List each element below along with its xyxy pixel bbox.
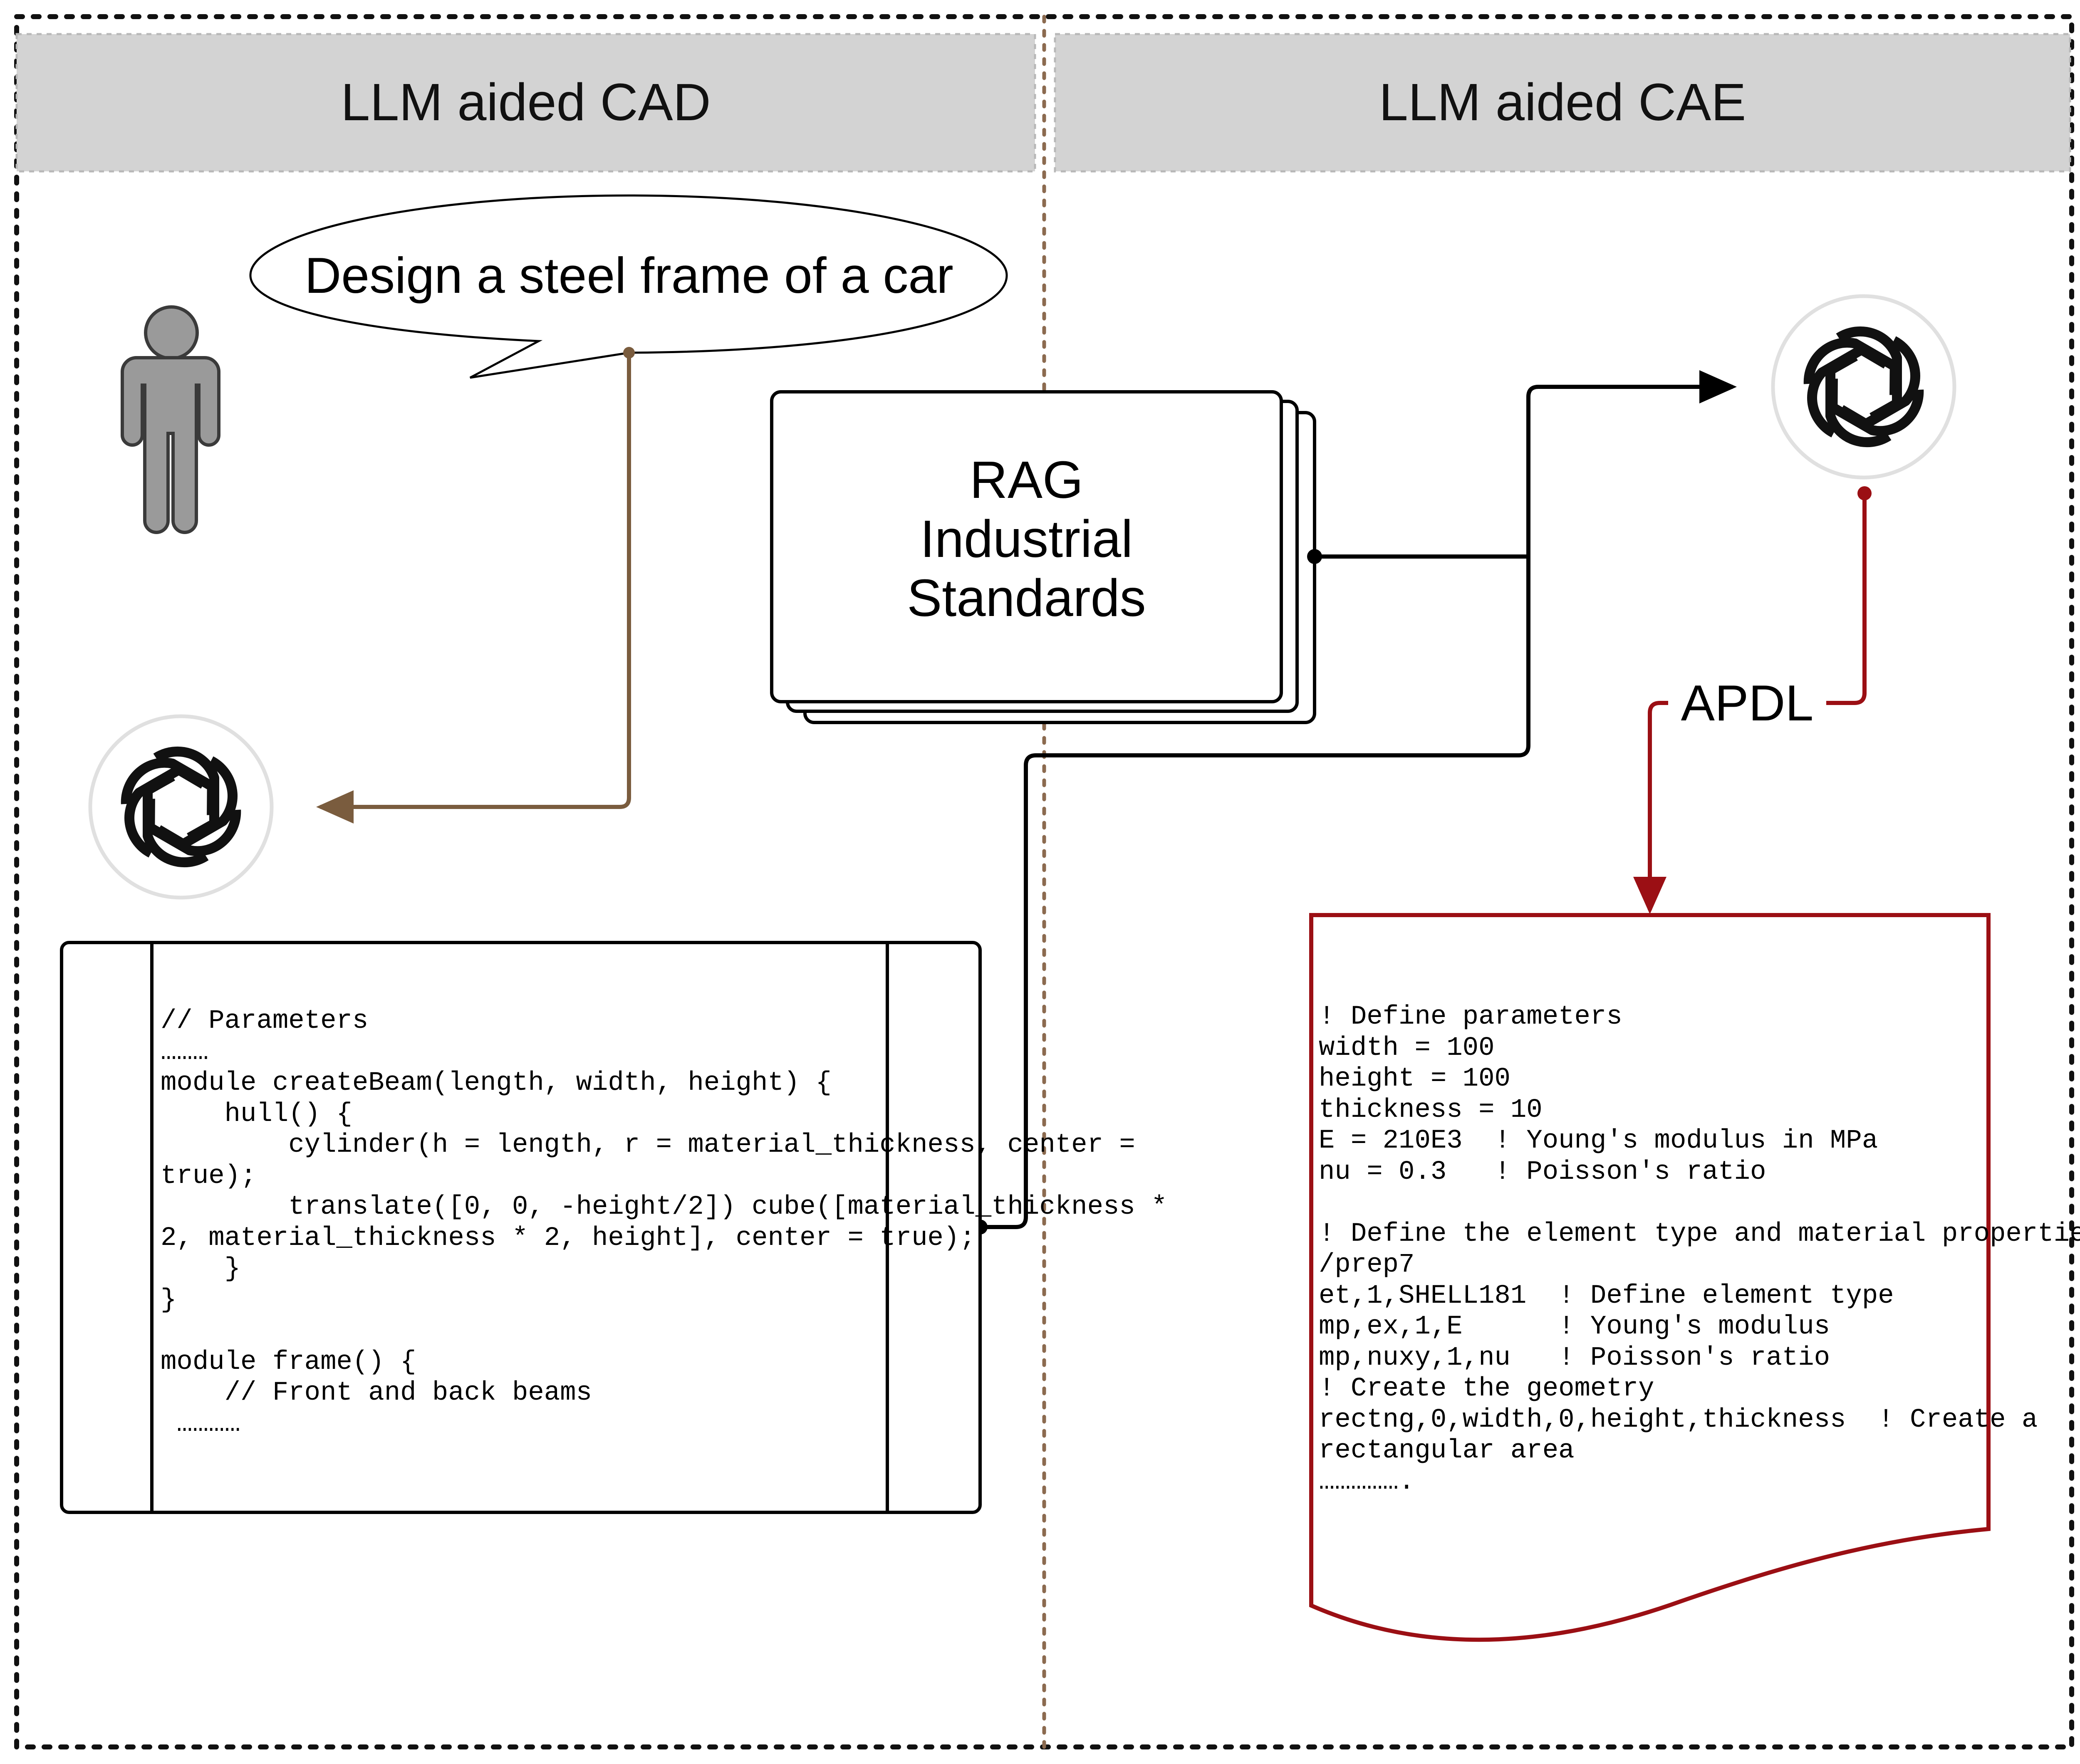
prompt-text: Design a steel frame of a car (305, 247, 953, 304)
cad-code-line: } (161, 1254, 241, 1284)
cad-code-line: 2, material_thickness * 2, height], cent… (161, 1223, 976, 1253)
apdl-code-line: thickness = 10 (1319, 1095, 1543, 1125)
apdl-code-line: rectangular area (1319, 1436, 1575, 1466)
cad-code-line: ……… (161, 1037, 209, 1067)
rag-label-line: Standards (907, 569, 1146, 627)
cae-header-bar (1054, 33, 2071, 173)
cad-code-line: // Front and back beams (161, 1378, 592, 1408)
cad-code-line: ………… (161, 1409, 241, 1439)
apdl-code-line: nu = 0.3 ! Poisson's ratio (1319, 1157, 1766, 1187)
apdl-code-line: E = 210E3 ! Young's modulus in MPa (1319, 1126, 1878, 1156)
cad-header-bar (15, 33, 1036, 173)
cad-panel-title: LLM aided CAD (341, 73, 711, 131)
cad-code-line: module createBeam(length, width, height)… (161, 1068, 832, 1098)
apdl-code-line: height = 100 (1319, 1064, 1510, 1094)
prompt-arrow (316, 353, 631, 824)
apdl-document (1309, 913, 1991, 1642)
rag-label-line: Industrial (920, 510, 1133, 568)
cad-code-line: module frame() { (161, 1347, 416, 1377)
cad-code-line: true); (161, 1161, 257, 1191)
apdl-label: APDL (1668, 674, 1826, 732)
apdl-code-line: mp,nuxy,1,nu ! Poisson's ratio (1319, 1343, 1830, 1373)
cad-code-panel (60, 941, 982, 1514)
apdl-arrow-dot (1857, 486, 1872, 500)
rag-connector-dot (1307, 549, 1322, 564)
apdl-code-line: ……………. (1319, 1467, 1415, 1497)
apdl-code-line: ! Define parameters (1319, 1002, 1622, 1032)
cad-code-text: // Parameters………module createBeam(length… (161, 1006, 1167, 1440)
prompt-arrow-dot (623, 347, 635, 359)
cad-code-line: } (161, 1285, 177, 1315)
rag-label: RAG Industrial Standards (772, 450, 1281, 628)
apdl-code-line: ! Define the element type and material p… (1319, 1219, 2080, 1249)
apdl-code-line: ! Create the geometry (1319, 1374, 1654, 1404)
speech-bubble (249, 194, 1008, 379)
person-icon (121, 305, 220, 534)
apdl-code-line: width = 100 (1319, 1033, 1495, 1063)
cad-to-cae-connector (980, 370, 1737, 1229)
cad-code-line: hull() { (161, 1099, 352, 1129)
cae-panel-title: LLM aided CAE (1379, 73, 1746, 131)
apdl-code-line: mp,ex,1,E ! Young's modulus (1319, 1312, 1830, 1342)
openai-logo-icon (1771, 294, 1956, 480)
apdl-code-line: et,1,SHELL181 ! Define element type (1319, 1281, 1894, 1311)
apdl-code-line (1319, 1188, 1980, 1219)
openai-logo-icon (88, 714, 274, 900)
apdl-code-line: /prep7 (1319, 1250, 1415, 1280)
rag-document-stack (770, 390, 1316, 724)
cad-code-line (161, 1316, 880, 1347)
cad-code-line: // Parameters (161, 1006, 369, 1036)
cad-code-line: translate([0, 0, -height/2]) cube([mater… (161, 1192, 1167, 1222)
cad-code-line: cylinder(h = length, r = material_thickn… (161, 1130, 1135, 1160)
rag-label-line: RAG (969, 450, 1084, 509)
apdl-code-line: rectng,0,width,0,height,thickness ! Crea… (1319, 1405, 2038, 1435)
